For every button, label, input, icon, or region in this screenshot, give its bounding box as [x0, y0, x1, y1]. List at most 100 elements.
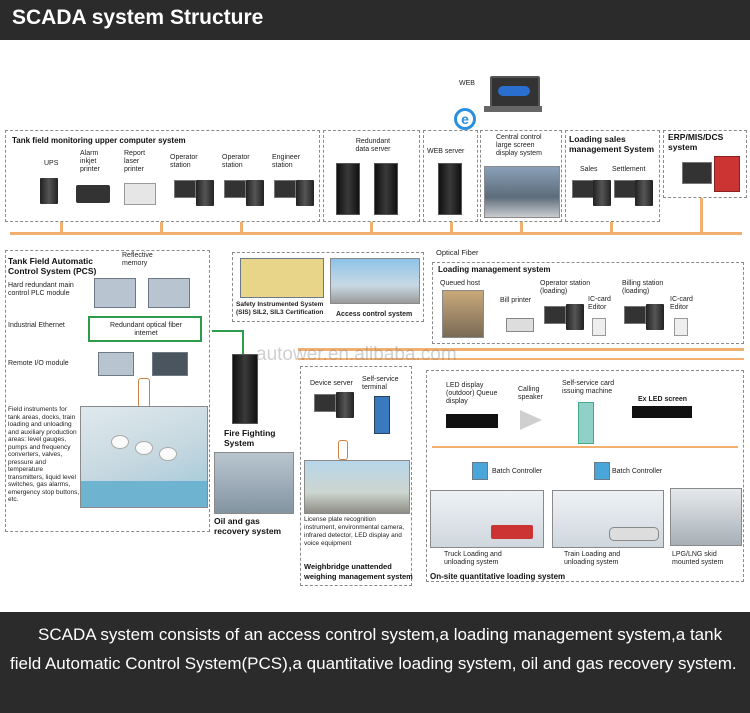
operator-pc-1-icon	[196, 180, 214, 206]
ethernet-label: Industrial Ethernet	[8, 322, 65, 329]
card-machine-icon	[578, 402, 594, 444]
up-down-arrow-icon	[138, 378, 150, 408]
device-server-label: Device server	[310, 380, 353, 387]
loading-sales-title: Loading sales management System	[569, 134, 655, 154]
ic-card-editor-1-icon	[592, 318, 606, 336]
engineer-monitor-icon	[274, 180, 296, 198]
fiber-bus-secondary	[298, 348, 744, 351]
queued-host-label: Queued host	[440, 280, 481, 287]
ethernet-line	[88, 316, 202, 318]
batch-controller-2-icon	[594, 462, 610, 480]
sis-hardware-icon	[240, 258, 324, 298]
batch-controller-1-label: Batch Controller	[492, 468, 543, 475]
remote-io-1-icon	[98, 352, 134, 376]
operator-monitor-2-icon	[224, 180, 246, 198]
plc-module-1-icon	[94, 278, 136, 308]
pcs-title: Tank Field Automatic Control System (PCS…	[8, 256, 97, 276]
bill-printer-label: Bill printer	[500, 297, 532, 304]
weighbridge-arrow-icon	[338, 440, 348, 460]
weighbridge-title: Weighbridge unattended weighing manageme…	[304, 562, 413, 581]
ethernet-line	[88, 340, 202, 342]
loading-mgmt-box	[432, 262, 744, 344]
loading-pc-icon	[566, 304, 584, 330]
drop-line	[520, 222, 523, 233]
caption-bar: SCADA system consists of an access contr…	[0, 612, 750, 713]
calling-speaker-label: Calling speaker	[518, 386, 543, 401]
optical-internet-label: Redundant optical fiber internet	[110, 322, 182, 337]
ie-icon: e	[454, 108, 476, 130]
reflective-memory-label: Reflective memory	[122, 252, 153, 267]
device-server-pc-icon	[336, 392, 354, 418]
loading-sales-box	[565, 130, 660, 222]
redundant-server-label: Redundant data server	[355, 138, 391, 153]
fire-fighting-title: Fire Fighting System	[224, 428, 276, 448]
tank-field-photo	[80, 406, 208, 508]
title-bar: SCADA system Structure	[0, 0, 750, 40]
operator-station-1-label: Operator station	[170, 154, 198, 169]
ic-card-editor-2-icon	[674, 318, 688, 336]
watermark: autower.en.alibaba.com	[256, 344, 457, 365]
terminal-kiosk-icon	[374, 396, 390, 434]
device-server-monitor-icon	[314, 394, 336, 412]
drop-line	[450, 222, 453, 233]
oil-gas-title: Oil and gas recovery system	[214, 516, 282, 536]
self-service-terminal-label: Self-service terminal	[362, 376, 399, 391]
lpg-skid-label: LPG/LNG skid mounted system	[672, 551, 724, 566]
sales-label: Sales	[580, 166, 598, 173]
engineer-pc-icon	[296, 180, 314, 206]
access-gate-photo	[330, 258, 420, 304]
caption-text: SCADA system consists of an access contr…	[10, 625, 737, 673]
server-2-icon	[374, 163, 398, 215]
onsite-title: On-site quantitative loading system	[430, 572, 566, 581]
license-plate-label: License plate recognition instrument, en…	[304, 516, 405, 547]
settlement-label: Settlement	[612, 166, 646, 173]
central-control-label: Central control large screen display sys…	[496, 134, 542, 157]
batch-controller-2-label: Batch Controller	[612, 468, 663, 475]
report-printer-label: Report laser printer	[124, 150, 146, 173]
loading-mgmt-title: Loading management system	[438, 265, 551, 274]
lpg-skid-photo	[670, 488, 742, 546]
fire-fighting-cabinet-icon	[232, 354, 258, 424]
train-loading-photo	[552, 490, 664, 548]
inkjet-printer-icon	[76, 185, 110, 203]
ex-led-screen-icon	[632, 406, 692, 418]
upper-computer-title: Tank field monitoring upper computer sys…	[12, 136, 186, 145]
remote-io-label: Remote I/O module	[8, 360, 69, 367]
ex-led-label: Ex LED screen	[638, 396, 688, 403]
plc-label: Hard redundant main control PLC module	[8, 282, 74, 297]
speaker-icon	[520, 410, 542, 430]
settlement-pc-icon	[635, 180, 653, 206]
erp-title: ERP/MIS/DCS system	[668, 132, 724, 152]
server-1-icon	[336, 163, 360, 215]
sis-access-box	[232, 252, 424, 322]
billing-monitor-icon	[624, 306, 646, 324]
weighbridge-box	[300, 366, 412, 586]
optical-fiber-label: Optical Fiber	[436, 248, 479, 257]
sales-monitor-icon	[572, 180, 594, 198]
billing-pc-icon	[646, 304, 664, 330]
web-server-icon	[438, 163, 462, 215]
pcs-box	[5, 250, 210, 532]
alarm-printer-label: Alarm inkjet printer	[80, 150, 100, 173]
ic-card-editor-2-label: IC-card Editor	[670, 296, 693, 311]
oil-gas-recovery-photo	[214, 452, 294, 514]
settlement-monitor-icon	[614, 180, 636, 198]
loading-monitor-icon	[544, 306, 566, 324]
ethernet-line	[88, 316, 90, 342]
control-room-photo	[484, 166, 560, 218]
sales-pc-icon	[593, 180, 611, 206]
led-queue-display-icon	[446, 414, 498, 428]
fiber-bus-tertiary	[298, 358, 744, 360]
ic-card-editor-1-label: IC-card Editor	[588, 296, 611, 311]
ethernet-line	[200, 316, 202, 342]
led-display-label: LED display (outdoor) Queue display	[446, 382, 498, 405]
laptop-base	[484, 106, 542, 112]
onsite-bus	[432, 446, 738, 448]
fire-line	[242, 330, 244, 354]
queued-host-photo	[442, 290, 484, 338]
central-control-box	[480, 130, 562, 222]
train-loading-label: Train Loading and unloading system	[564, 551, 621, 566]
operator-monitor-1-icon	[174, 180, 196, 198]
onsite-box	[426, 370, 744, 582]
